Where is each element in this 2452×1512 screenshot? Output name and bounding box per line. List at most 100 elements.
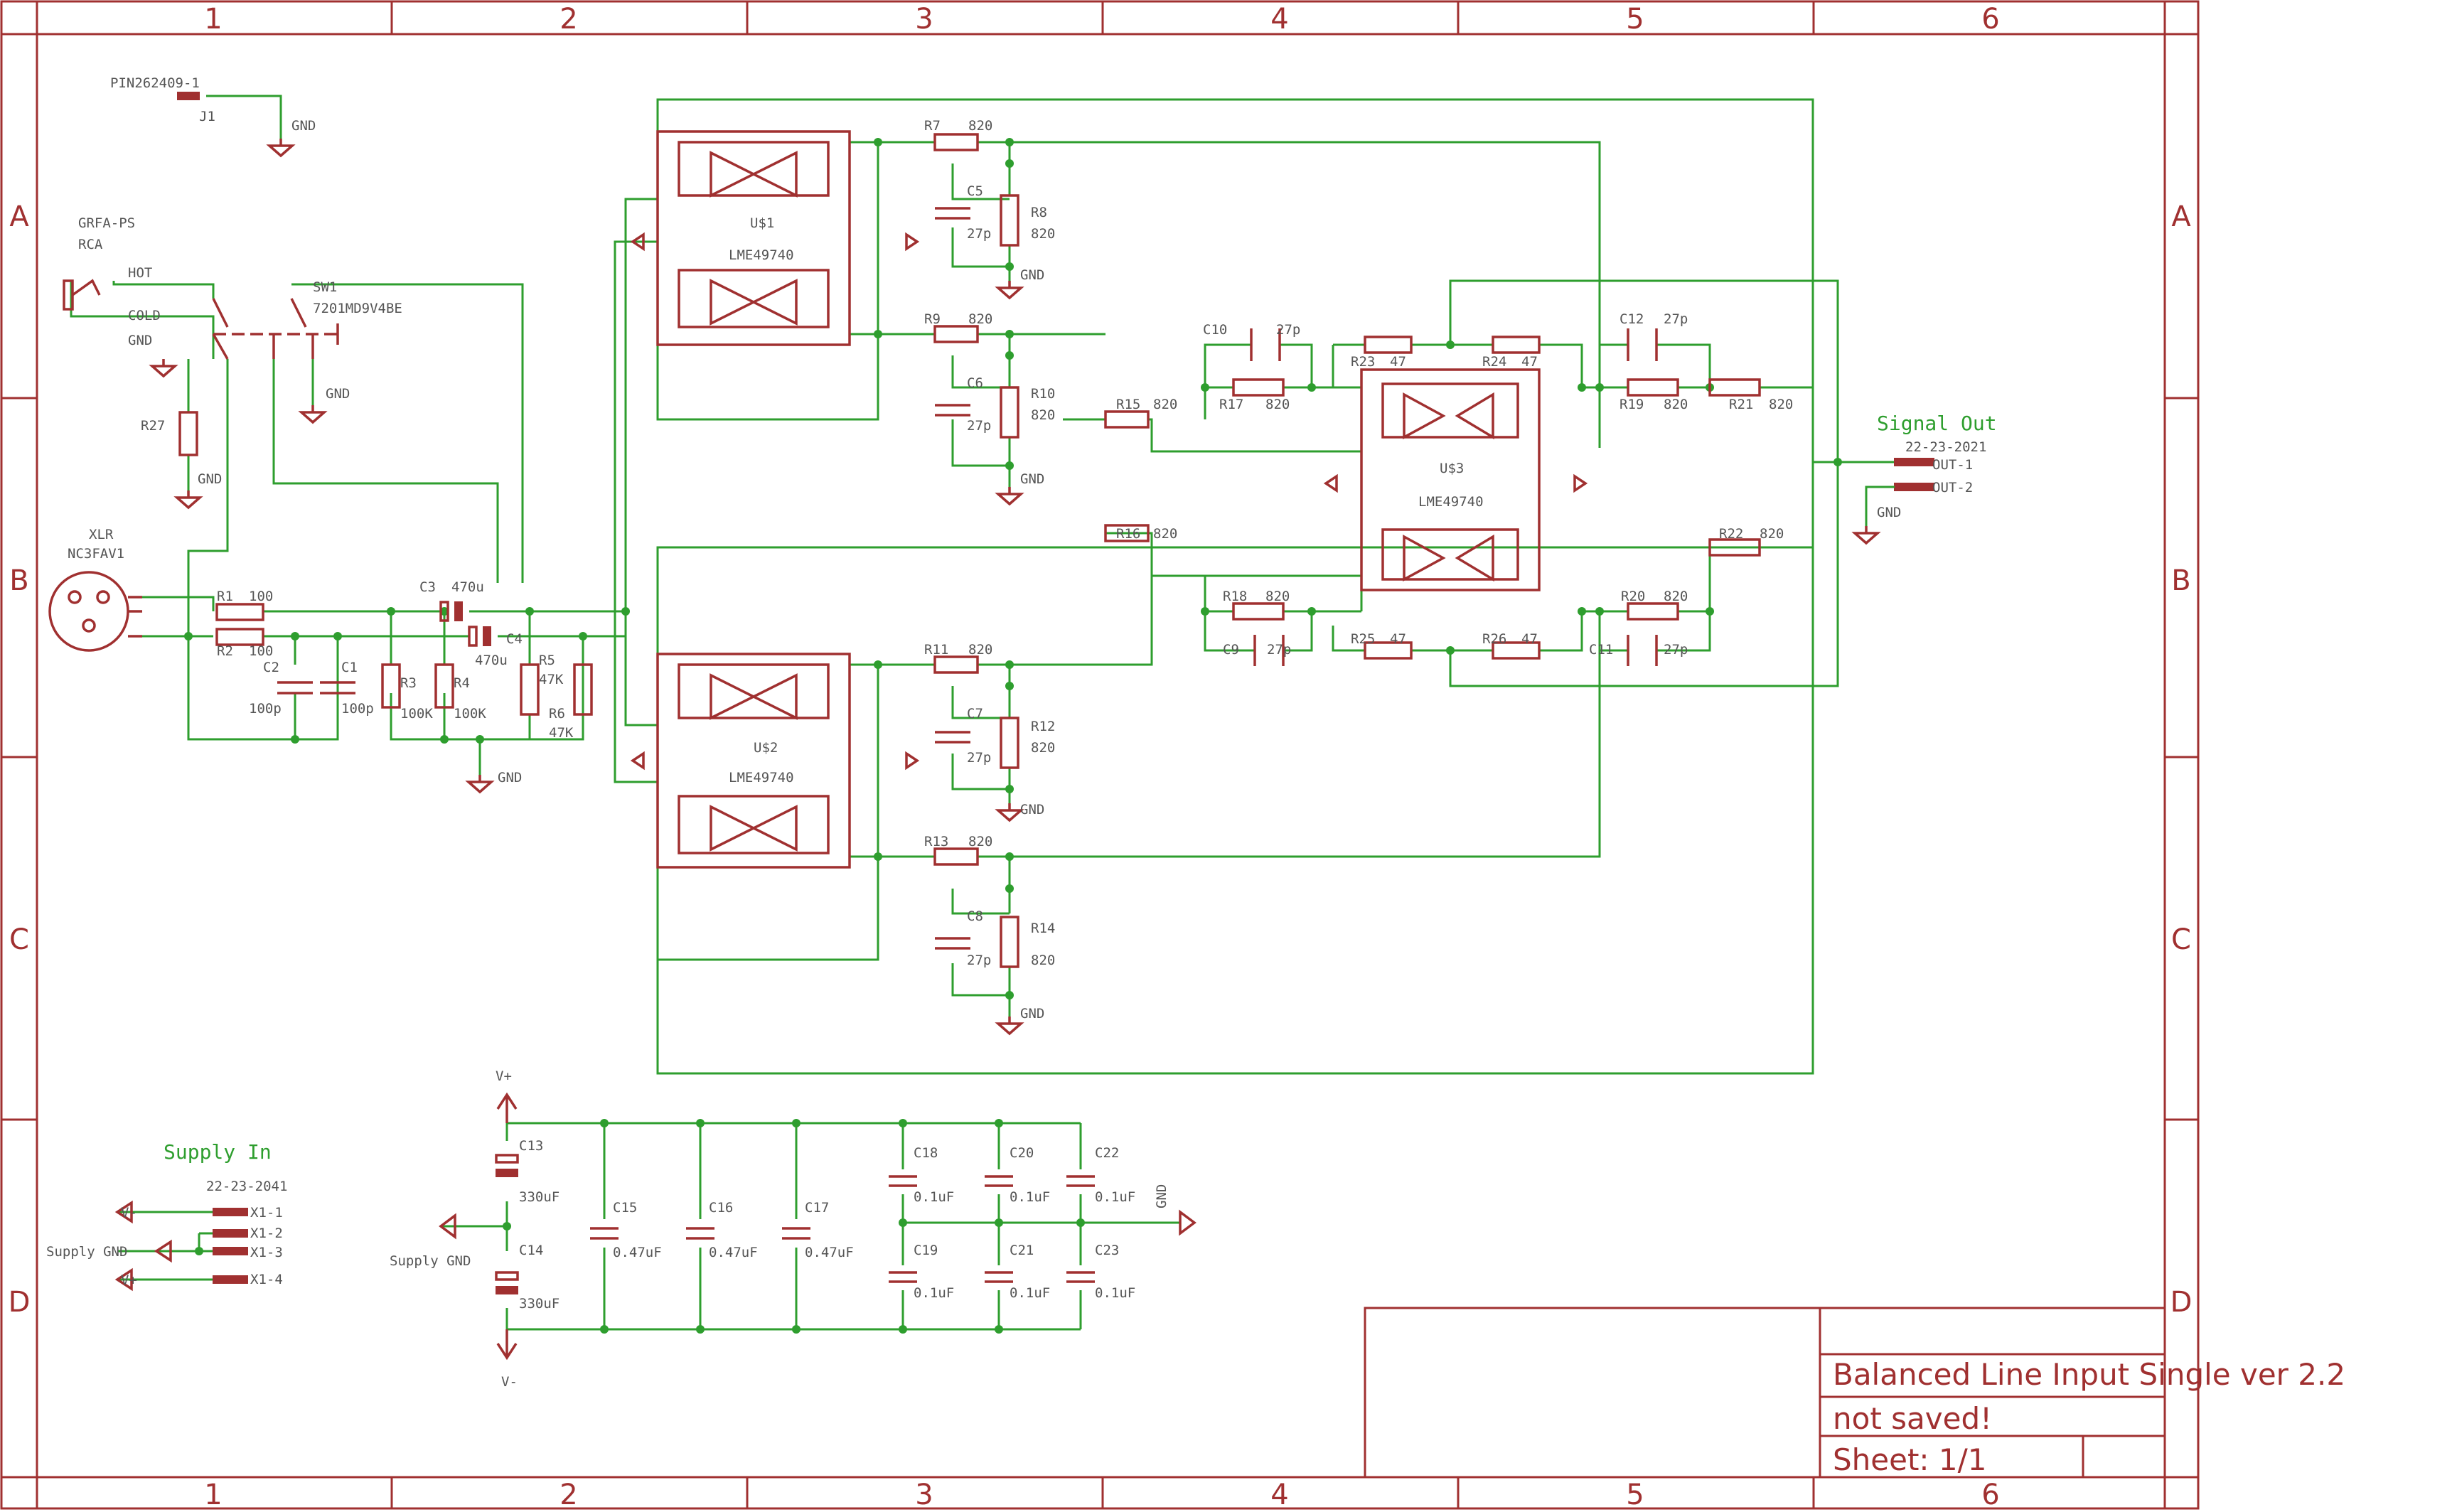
zone-row-b-right: B [2171,564,2190,597]
zone-row-a-left: A [9,200,29,233]
c16-value: 0.47uF [709,1245,758,1260]
r2-name: R2 [217,643,233,659]
zone-col-5-bottom: 5 [1626,1479,1644,1511]
zone-col-1-top: 1 [204,3,222,36]
c1-value: 100p [341,701,374,717]
x1-1-label: X1-1 [250,1205,283,1221]
zone-row-c-right: C [2171,923,2191,956]
gnd-symbol-sw1 [300,404,326,424]
c10-name: C10 [1203,322,1227,338]
c13-name: C13 [519,1138,543,1154]
zone-row-d-left: D [9,1286,31,1319]
gnd-label-sw1: GND [326,386,350,402]
vplus-label: V+ [496,1068,512,1084]
c14-value: 330uF [519,1296,560,1312]
zone-row-c-left: C [9,923,29,956]
c17-value: 0.47uF [805,1245,854,1260]
r13-value: 820 [968,834,992,849]
gnd-symbol-j1 [268,137,294,157]
stage2-passives: R15 820 R16 820 R17 820 R18 820 C10 27p … [1104,311,1793,666]
vplus-in-label: V+ [121,1272,137,1288]
c14-name: C14 [519,1243,543,1258]
c6-value: 27p [967,418,991,434]
r16-value: 820 [1153,526,1177,542]
r26-value: 47 [1521,631,1538,647]
c13-value: 330uF [519,1189,560,1205]
r24-value: 47 [1521,354,1538,370]
rca-gnd: GND [128,333,152,348]
c19-name: C19 [914,1243,938,1258]
rca-jack: GRFA-PS RCA HOT COLD GND [63,215,176,377]
signal-out-title: Signal Out [1877,412,1997,435]
r5-name: R5 [539,653,555,668]
r22-value: 820 [1760,526,1784,542]
r7-name: R7 [924,118,941,134]
r12-value: 820 [1031,740,1055,756]
gnd-symbol-r12 [997,802,1022,822]
gnd-label-r14: GND [1020,1006,1044,1022]
gnd-label-r8: GND [1020,267,1044,283]
resistor-r27: R27 GND [141,411,222,509]
c4-value: 470u [475,653,508,668]
r24-name: R24 [1482,354,1506,370]
r4-value: 100K [454,706,486,722]
u2-part: LME49740 [729,770,794,786]
gnd-symbol-out [1853,525,1879,545]
rca-name: RCA [78,237,103,252]
r17-value: 820 [1265,397,1290,412]
gnd-label-input: GND [498,770,522,786]
r13-name: R13 [924,834,948,849]
gnd-label-r12: GND [1020,802,1044,817]
c23-name: C23 [1095,1243,1119,1258]
input-network: R1 100 R2 100 C2 100p C1 100p C3 470u C4… [215,579,593,793]
gnd-symbol-r14 [997,1015,1022,1035]
xlr-value: NC3FAV1 [68,546,124,562]
supply-gnd-in-label: Supply GND [46,1244,127,1260]
zone-col-5-top: 5 [1626,3,1644,36]
c16-name: C16 [709,1200,733,1216]
u1-name: U$1 [750,215,774,231]
r18-name: R18 [1223,589,1247,604]
gnd-symbol-input [467,773,493,793]
c21-name: C21 [1010,1243,1034,1258]
c8-value: 27p [967,953,991,968]
r8-name: R8 [1031,205,1047,220]
gnd-label-out: GND [1877,505,1901,520]
r22-name: R22 [1719,526,1743,542]
c9-name: C9 [1223,642,1239,658]
r6-name: R6 [549,706,565,722]
status-text: not saved! [1833,1401,1992,1436]
sheet-text: Sheet: 1/1 [1833,1442,1987,1477]
zone-col-4-bottom: 4 [1270,1479,1288,1511]
r16-name: R16 [1116,526,1140,542]
r14-value: 820 [1031,953,1055,968]
stage1-passives: R7 820 R8 820 C5 27p GND R9 820 R10 820 … [924,118,1055,1035]
c7-value: 27p [967,750,991,766]
title-block: Balanced Line Input Single ver 2.2 not s… [1364,1307,2345,1479]
gnd-label-j1: GND [291,118,316,134]
r21-name: R21 [1729,397,1753,412]
c18-name: C18 [914,1145,938,1161]
r10-value: 820 [1031,407,1055,423]
r17-name: R17 [1219,397,1243,412]
sw1-name: SW1 [313,279,337,295]
c5-name: C5 [967,183,983,199]
r18-value: 820 [1265,589,1290,604]
gnd-symbol-r8 [997,279,1022,299]
r19-name: R19 [1620,397,1644,412]
r25-value: 47 [1390,631,1406,647]
out1-label: OUT-1 [1932,457,1973,473]
supply-in-title: Supply In [164,1140,272,1164]
r8-value: 820 [1031,226,1055,242]
c17-name: C17 [805,1200,829,1216]
zone-col-2-bottom: 2 [560,1479,577,1511]
rca-hot: HOT [128,265,152,281]
r25-name: R25 [1351,631,1375,647]
zone-col-4-top: 4 [1270,3,1288,36]
r3-name: R3 [400,675,417,691]
c4-name: C4 [506,631,523,647]
r15-name: R15 [1116,397,1140,412]
r7-value: 820 [968,118,992,134]
c12-value: 27p [1664,311,1688,327]
